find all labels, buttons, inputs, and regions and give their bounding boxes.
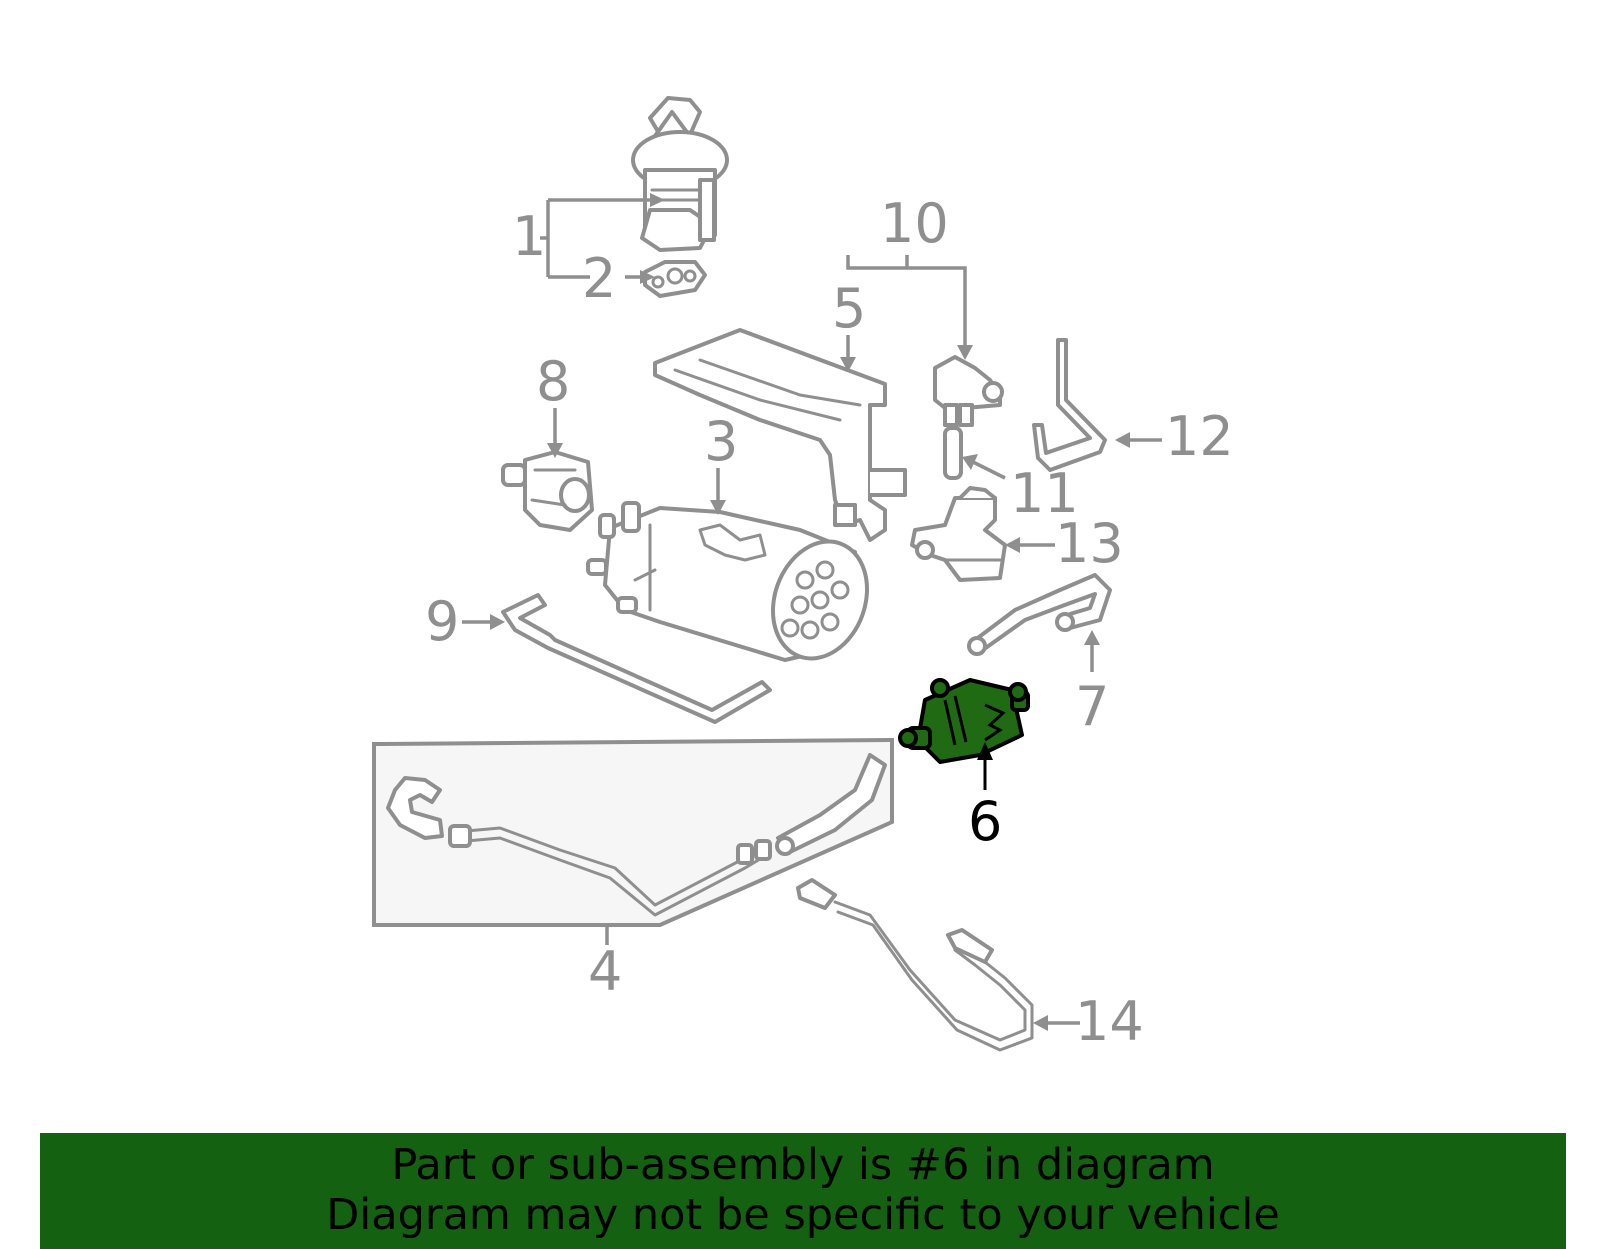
part-14-oxygen-sensor — [796, 878, 1034, 1052]
callout-7: 7 — [1075, 675, 1109, 738]
callout-2: 2 — [582, 247, 616, 310]
part-1-egr-valve — [631, 96, 729, 252]
callout-9: 9 — [425, 590, 459, 653]
part-7-hose — [967, 573, 1112, 656]
callout-4: 4 — [588, 940, 622, 1003]
callout-1: 1 — [512, 205, 546, 268]
banner-line-1: Part or sub-assembly is #6 in diagram — [391, 1140, 1215, 1190]
callout-8: 8 — [536, 350, 570, 413]
part-5-bracket — [653, 328, 907, 542]
callout-14: 14 — [1075, 990, 1144, 1053]
callout-12: 12 — [1165, 405, 1234, 468]
callout-labels: 1 2 10 5 8 3 12 11 13 9 7 4 14 6 — [425, 192, 1234, 1053]
callout-13: 13 — [1055, 512, 1124, 575]
leader-lines — [462, 193, 1162, 1031]
part-9-pipe — [501, 593, 772, 724]
callout-10: 10 — [880, 192, 949, 255]
callout-11: 11 — [1010, 462, 1079, 525]
part-6-fuel-filter-highlighted — [898, 678, 1030, 790]
part-12-pipe — [1032, 338, 1107, 472]
info-banner: Part or sub-assembly is #6 in diagram Di… — [40, 1133, 1566, 1249]
part-8-sensor — [501, 450, 594, 532]
banner-line-2: Diagram may not be specific to your vehi… — [326, 1190, 1280, 1240]
callout-5: 5 — [832, 277, 866, 340]
callout-3: 3 — [704, 410, 738, 473]
part-3-canister — [586, 501, 870, 662]
part-13-valve — [910, 486, 1007, 582]
callout-6-highlighted: 6 — [968, 790, 1002, 853]
part-11-hose — [943, 426, 963, 480]
part-2-gasket — [643, 260, 707, 298]
part-10-solenoid — [933, 355, 1004, 427]
part-4-hose-assembly — [372, 737, 894, 927]
